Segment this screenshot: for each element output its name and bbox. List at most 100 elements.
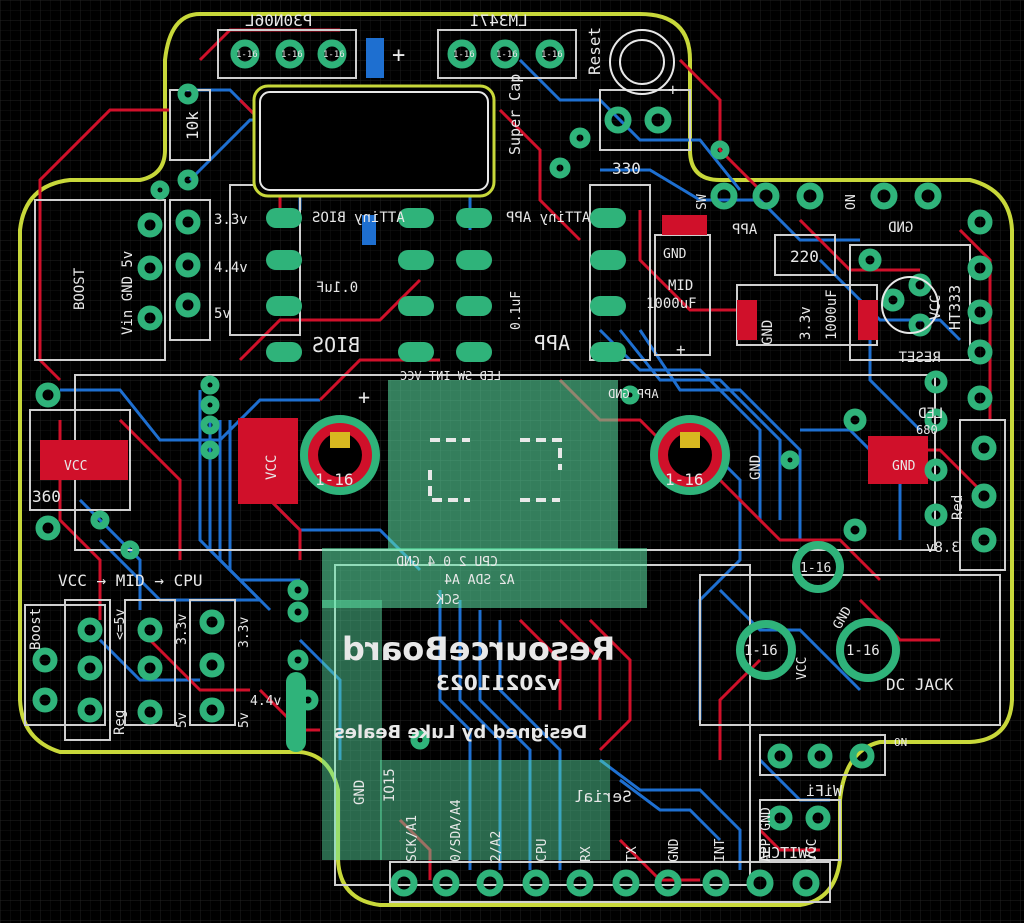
pin-label-tx: TX (625, 846, 640, 862)
label-vin-gnd-5v: Vin GND 5v (120, 251, 136, 335)
plus-sign-1: + (392, 43, 405, 68)
label-vcc-mid-cpu: VCC → MID → CPU (58, 571, 203, 590)
label-220: 220 (790, 247, 819, 266)
blue-smd-pad-1 (366, 38, 384, 78)
label-vcc-right: VCC (928, 295, 944, 320)
label-3v3-cap: 3.3v (798, 306, 814, 340)
board-title: ResourceBoard (342, 630, 615, 668)
label-lt5v: <=5v (113, 609, 128, 640)
label-reset-right: RESET (898, 350, 941, 366)
silkscreen-labels: P30N06L LM3471 Reset Super Cap 10k 330 S… (28, 11, 966, 862)
label-lm3471: LM3471 (470, 11, 528, 30)
label-1000uf-right: 1000uF (824, 289, 840, 340)
dc-jack-pin-3 (836, 618, 900, 682)
pin-label-app-gnd: APP GND (759, 807, 774, 862)
reset-button-ring-inner (619, 39, 665, 85)
pin-label-int: INT (713, 838, 728, 862)
label-5v-low: 5v (175, 712, 190, 728)
label-screw-dc3: 1-16 (846, 643, 880, 659)
pad-label-2: 1-16 (281, 50, 303, 60)
highlight-region-bottom (380, 760, 610, 860)
label-0-1uf-bios: 0.1uF (316, 280, 358, 296)
board-version: v20211023 (436, 671, 560, 695)
label-screw-dc1: 1-16 (800, 561, 831, 576)
label-gnd-screw: GND (748, 455, 764, 480)
label-0-1uf-app: 0.1uF (509, 291, 524, 330)
bottom-pin-labels: SCK/A1 0/SDA/A4 2/A2 CPU RX TX GND INT A… (405, 799, 820, 862)
highlight-outline (428, 438, 562, 502)
label-3v3-low: 3.3v (175, 614, 190, 645)
label-boost: BOOST (72, 267, 88, 310)
label-5v-low2: 5v (237, 712, 252, 728)
label-sck: SCK (436, 593, 460, 608)
pin-label-gnd: GND (667, 838, 682, 862)
label-screw-right: 1-16 (665, 470, 704, 489)
label-3v3-left: 3.3v (214, 212, 248, 228)
label-1000uf-left: 1000uF (646, 296, 697, 312)
slot-cutout-inner (259, 91, 489, 191)
label-boost2: Boost (28, 608, 44, 650)
label-gnd-cap: GND (760, 320, 776, 345)
highlight-region-left (322, 600, 382, 860)
through-hole-pads (32, 39, 997, 897)
highlight-region-top (388, 380, 618, 550)
plus-sign-4: + (676, 340, 686, 359)
screw-hole-left (300, 415, 380, 495)
pin-label-vcc: VCC (805, 839, 820, 862)
label-screw-left: 1-16 (315, 470, 354, 489)
label-10k: 10k (183, 111, 202, 140)
label-reg: Reg (112, 710, 128, 735)
pin-label-sda-a4: 0/SDA/A4 (449, 799, 464, 862)
board-designer: Designed by Luke Beales (334, 722, 587, 743)
plus-sign-3: + (358, 385, 370, 409)
header-pad-labels: 1-16 1-16 1-16 1-16 1-16 1-16 (236, 50, 563, 60)
label-red: Red (950, 495, 966, 520)
ic-pad-strips (266, 208, 626, 752)
dc-jack-pin-1 (792, 541, 844, 593)
pin-label-2-a2: 2/A2 (489, 831, 504, 862)
highlight-region-mid (322, 548, 647, 608)
label-on-wifi: ON (894, 736, 907, 749)
label-5v-left: 5v (214, 306, 231, 322)
pad-label-4: 1-16 (453, 50, 475, 60)
pin-label-sck-a1: SCK/A1 (405, 815, 420, 862)
pad-label-5: 1-16 (496, 50, 518, 60)
label-3v3-low2: 3.3v (237, 617, 252, 648)
board-outline (18, 12, 1014, 907)
label-4v4-low: 4.4v (250, 694, 281, 709)
smd-pads (40, 215, 928, 504)
label-bios: BIOS (312, 333, 360, 357)
label-4v4-left: 4.4v (214, 260, 248, 276)
pin-label-rx: RX (579, 846, 594, 862)
label-led: LED (918, 406, 943, 422)
blue-smd-pad-2 (362, 215, 376, 245)
label-wifi: WiFi (806, 782, 842, 800)
label-gnd-vertical: GND (352, 780, 368, 805)
label-vcc-pad-left: VCC (64, 459, 87, 474)
label-switch: SWITCH (762, 844, 816, 862)
plus-sign-2: + (668, 80, 678, 99)
label-330: 330 (612, 159, 641, 178)
label-p30n06l: P30N06L (245, 11, 312, 30)
label-screw-dc2: 1-16 (744, 643, 778, 659)
label-gnd-pad-right: GND (892, 459, 916, 474)
reset-button-ring (609, 29, 675, 95)
label-attiny-app: ATTiny APP (506, 210, 590, 226)
label-ht333: HT333 (946, 285, 964, 330)
label-on: ON (844, 194, 859, 210)
label-dc-jack: DC JACK (886, 675, 954, 694)
pin-label-cpu: CPU (535, 839, 550, 862)
label-mid: MID (668, 278, 693, 294)
slot-cutout (252, 84, 496, 198)
screw-hole-right (650, 415, 730, 495)
label-serial: Serial (574, 787, 632, 806)
label-led-sw-int-vcc: LED SW INT VCC (400, 369, 501, 383)
label-attiny-bios: ATTiny BIOS (312, 210, 405, 226)
label-360: 360 (32, 487, 61, 506)
label-cpu-row: CPU 2 0 4 GND (396, 555, 498, 570)
pad-label-6: 1-16 (541, 50, 563, 60)
label-app-gnd: APP GND (608, 387, 659, 401)
silkscreen-outlines (24, 29, 1006, 903)
label-sw: SW (695, 194, 710, 210)
